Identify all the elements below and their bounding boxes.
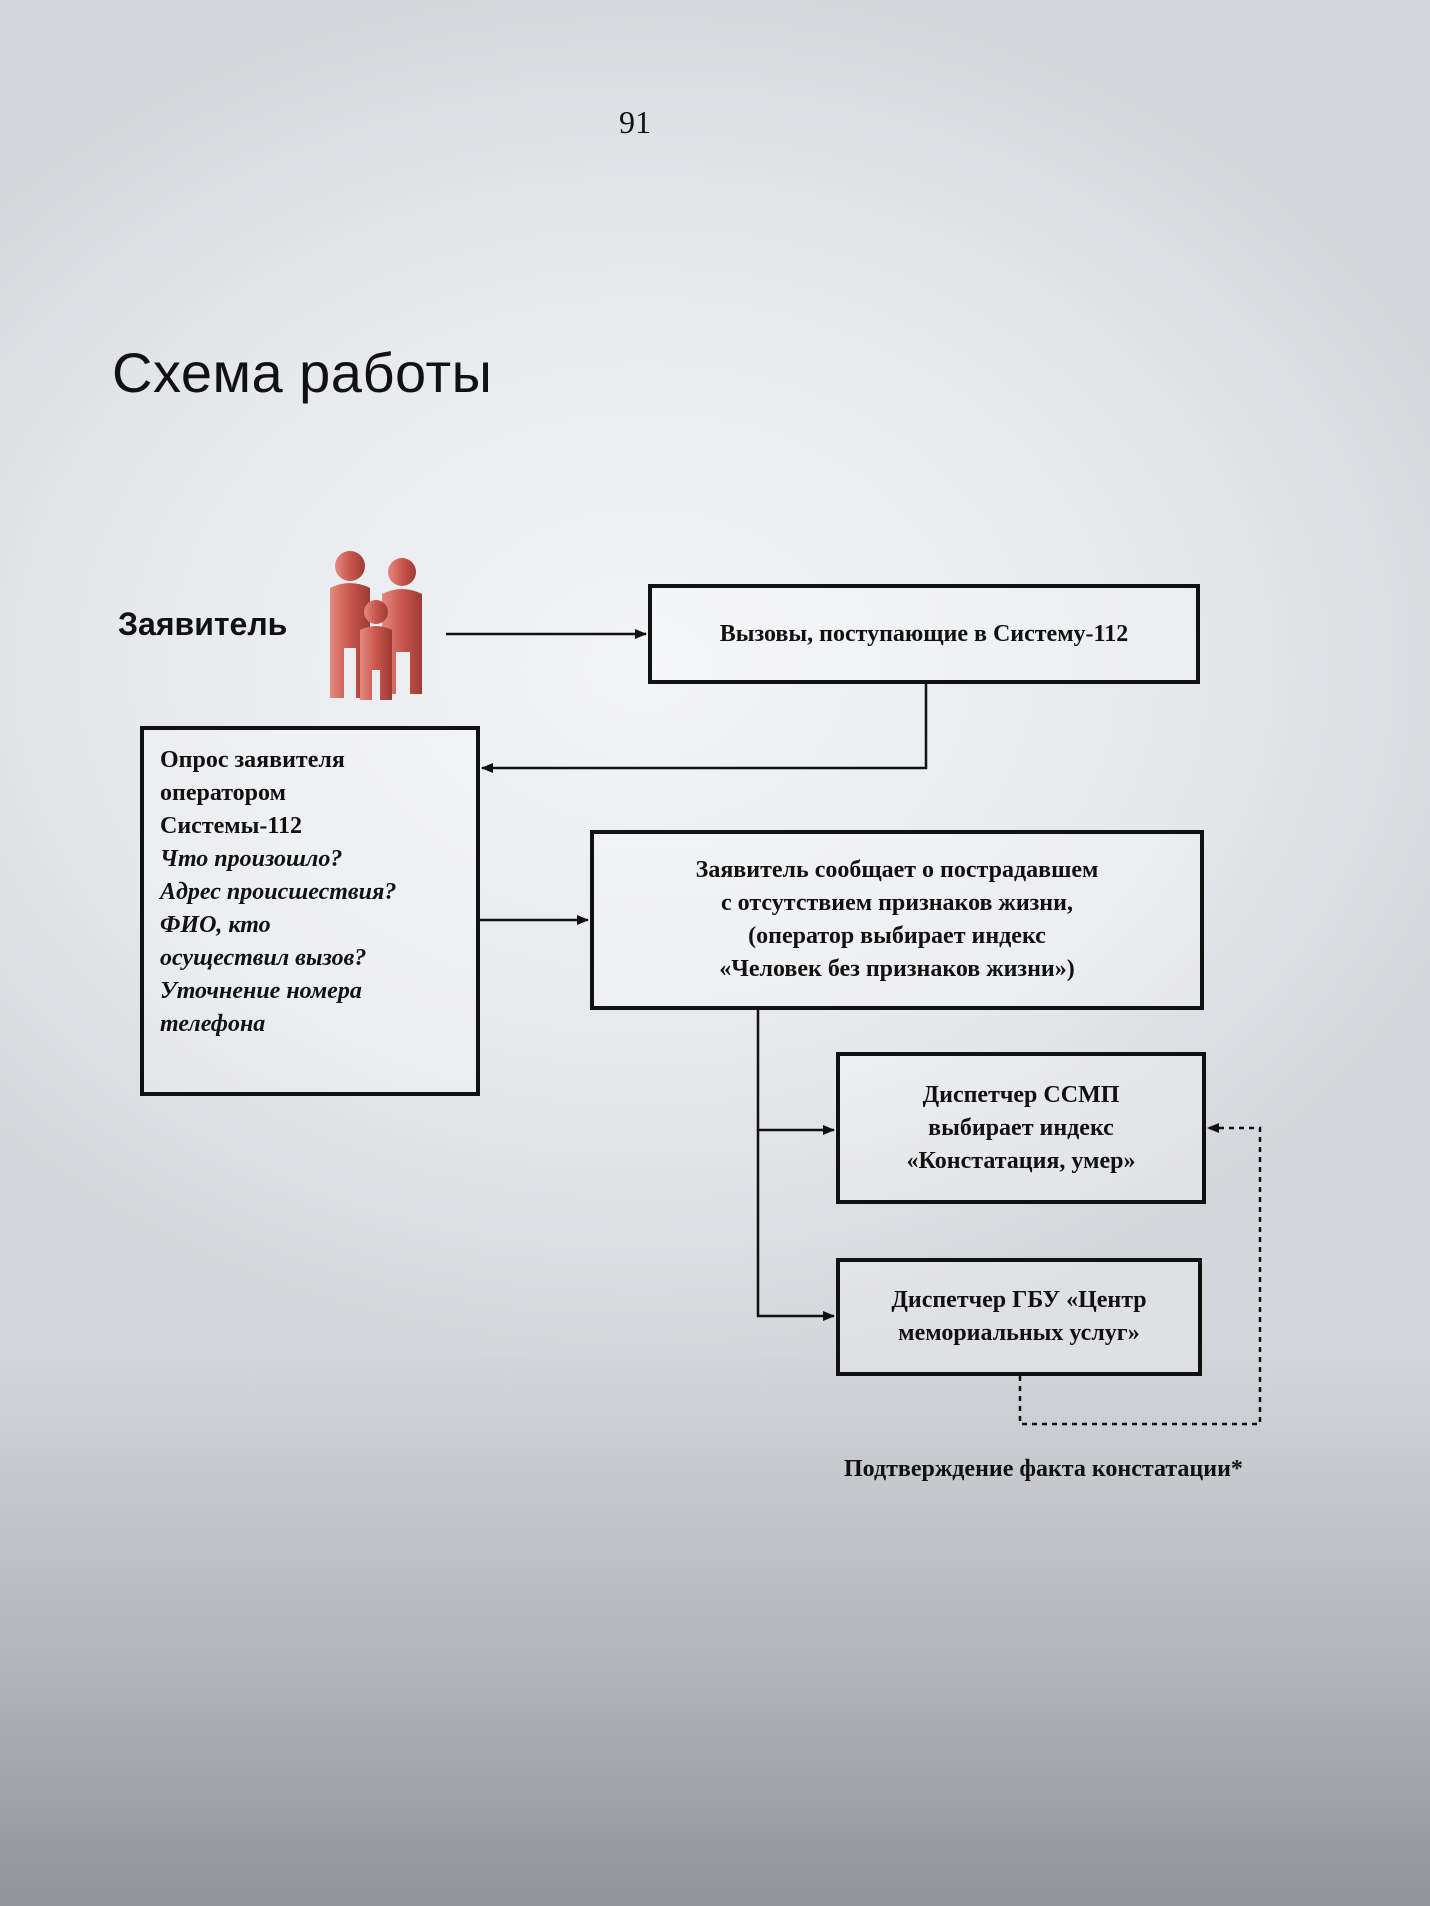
page-number: 91 [619, 104, 651, 140]
survey-line: Системы-112 [160, 813, 303, 839]
calls-box-text: Вызовы, поступающие в Систему-112 [719, 620, 1129, 647]
report-line: с отсутствием признаков жизни, [721, 890, 1073, 916]
memorial-line: мемориальных услуг» [898, 1320, 1140, 1346]
arrow-report-to-ssmp [756, 1010, 835, 1135]
arrow-report-to-memorial [756, 1130, 835, 1321]
page-title: Схема работы [112, 341, 493, 404]
survey-line: оператором [160, 780, 286, 806]
arrow-calls-to-survey [481, 684, 928, 773]
ssmp-line: «Констатация, умер» [906, 1147, 1136, 1174]
survey-box: Опрос заявителя оператором Системы-112 Ч… [140, 726, 480, 1096]
report-line: Заявитель сообщает о пострадавшем [695, 857, 1099, 883]
survey-question: Адрес происшествия? [160, 879, 397, 905]
page-shadow [0, 1346, 1430, 1906]
survey-line: Опрос заявителя [160, 747, 345, 773]
survey-question: телефона [160, 1011, 266, 1037]
ssmp-line: выбирает индекс [928, 1114, 1114, 1141]
ssmp-dispatcher-box: Диспетчер ССМП выбирает индекс «Констата… [836, 1052, 1206, 1204]
survey-question: Уточнение номера [160, 978, 362, 1004]
report-line: «Человек без признаков жизни») [719, 956, 1075, 982]
survey-question: осуществил вызов? [160, 945, 367, 971]
applicant-label: Заявитель [118, 606, 288, 642]
report-box: Заявитель сообщает о пострадавшем с отсу… [590, 830, 1204, 1010]
memorial-line: Диспетчер ГБУ «Центр [891, 1287, 1147, 1313]
survey-question: ФИО, кто [160, 912, 271, 938]
ssmp-line: Диспетчер ССМП [922, 1081, 1120, 1108]
memorial-dispatcher-box: Диспетчер ГБУ «Центр мемориальных услуг» [836, 1258, 1202, 1376]
people-family-icon [330, 551, 422, 700]
calls-box: Вызовы, поступающие в Систему-112 [648, 584, 1200, 684]
survey-question: Что произошло? [160, 846, 343, 872]
confirmation-note: Подтверждение факта констатации* [844, 1456, 1243, 1482]
report-line: (оператор выбирает индекс [748, 923, 1046, 949]
